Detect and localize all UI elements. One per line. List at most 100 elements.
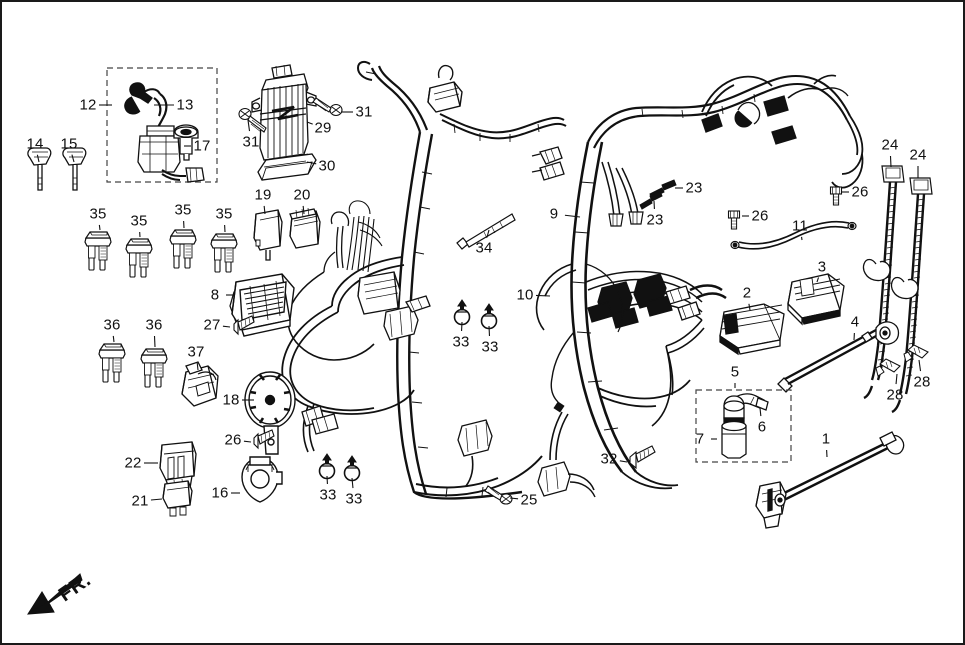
- clamp-16: [241, 456, 283, 503]
- key-blanks: [27, 147, 87, 191]
- connector-holder: [181, 361, 219, 407]
- bolt-26-a: [253, 429, 275, 450]
- callout-number-33: 33: [452, 333, 470, 351]
- leader-line-35: [98, 224, 101, 231]
- ignition-switch-set-group: [106, 67, 218, 183]
- callout-number-35: 35: [215, 205, 233, 223]
- fuse-35-a: [84, 231, 112, 271]
- callout-number-18: 18: [222, 391, 240, 409]
- callout-number-20: 20: [293, 186, 311, 204]
- callout-number-28: 28: [913, 373, 931, 391]
- group-box-12: [106, 67, 218, 183]
- relay-20: [289, 207, 321, 249]
- callout-number-1: 1: [821, 430, 831, 448]
- leader-line-9: [564, 214, 581, 218]
- callout-number-34: 34: [475, 239, 493, 257]
- clip-33-b: [343, 455, 361, 482]
- bolt-26-c: [829, 186, 843, 206]
- screw-27: [233, 315, 255, 336]
- leader-line-14: [36, 154, 40, 163]
- callout-number-33: 33: [345, 490, 363, 508]
- leader-line-15: [71, 154, 75, 163]
- bolt-26-b: [727, 210, 741, 230]
- screw-31-a: [238, 107, 267, 133]
- screw-23-b: [639, 190, 663, 210]
- callout-number-10: 10: [516, 286, 534, 304]
- battery-cable-1: [755, 431, 905, 529]
- callout-number-36: 36: [103, 316, 121, 334]
- fuse-35-b: [125, 238, 153, 278]
- leader-line-2: [748, 303, 751, 311]
- screw-32: [629, 445, 656, 470]
- callout-number-35: 35: [174, 201, 192, 219]
- relay-module-2: [719, 303, 785, 356]
- spark-plug-cap-group: [695, 389, 792, 463]
- callout-number-31: 31: [355, 103, 373, 121]
- leader-line-25: [509, 497, 519, 500]
- callout-number-23: 23: [685, 179, 703, 197]
- callout-number-6: 6: [757, 418, 767, 436]
- callout-number-4: 4: [850, 313, 860, 331]
- callout-number-33: 33: [319, 486, 337, 504]
- leader-line-24: [889, 155, 892, 168]
- callout-number-16: 16: [211, 484, 229, 502]
- cable-tie-a: [862, 165, 905, 400]
- callout-number-24: 24: [881, 136, 899, 154]
- ground-wire-11: [730, 220, 857, 250]
- callout-number-2: 2: [742, 284, 752, 302]
- callout-number-35: 35: [89, 205, 107, 223]
- leader-line-3: [816, 277, 820, 283]
- cable-tie-b: [890, 177, 933, 414]
- fuse-36-b: [140, 348, 168, 388]
- callout-number-8: 8: [210, 286, 220, 304]
- leader-line-29: [306, 121, 313, 125]
- callout-number-7: 7: [695, 430, 705, 448]
- bolt-28-b: [903, 344, 929, 363]
- fuse-35-c: [169, 229, 197, 269]
- callout-number-22: 22: [124, 454, 142, 472]
- leader-line-33: [351, 477, 354, 489]
- horn: [244, 371, 296, 455]
- callout-number-23: 23: [646, 211, 664, 229]
- clip-33-a: [318, 453, 336, 480]
- callout-number-17: 17: [193, 137, 211, 155]
- leader-line-37: [196, 362, 199, 371]
- callout-number-21: 21: [131, 492, 149, 510]
- callout-number-15: 15: [60, 135, 78, 153]
- leader-line-30: [306, 161, 317, 165]
- leader-line-19: [263, 205, 266, 215]
- callout-number-28: 28: [886, 386, 904, 404]
- callout-number-37: 37: [187, 343, 205, 361]
- leader-line-34: [486, 229, 490, 238]
- callout-number-26: 26: [851, 183, 869, 201]
- screw-25: [484, 485, 513, 505]
- leader-line-26: [243, 440, 252, 443]
- relay-module-3: [787, 273, 845, 326]
- callout-number-14: 14: [26, 135, 44, 153]
- relay-19: [253, 209, 283, 261]
- leader-line-6: [759, 407, 762, 417]
- callout-number-36: 36: [145, 316, 163, 334]
- bolt-28-a: [875, 358, 901, 377]
- switch-21: [162, 480, 193, 517]
- callout-number-9: 9: [549, 205, 559, 223]
- callout-leader-lines: [36, 104, 922, 501]
- screw-31-b: [312, 97, 343, 117]
- leader-line-31: [247, 119, 251, 132]
- callout-number-27: 27: [203, 316, 221, 334]
- callout-number-30: 30: [318, 157, 336, 175]
- leader-line-36: [112, 335, 115, 343]
- group-box-5: [695, 389, 792, 463]
- leader-line-21: [150, 498, 163, 501]
- leader-line-28: [895, 373, 898, 385]
- callout-number-12: 12: [79, 96, 97, 114]
- callout-number-32: 32: [600, 450, 618, 468]
- main-wire-harness: [229, 60, 864, 500]
- regulator-rectifier: [251, 64, 317, 176]
- ground-cable-4: [777, 321, 900, 393]
- clip-33-c: [453, 299, 471, 326]
- leader-line-32: [619, 460, 628, 463]
- battery-tray: [231, 273, 295, 337]
